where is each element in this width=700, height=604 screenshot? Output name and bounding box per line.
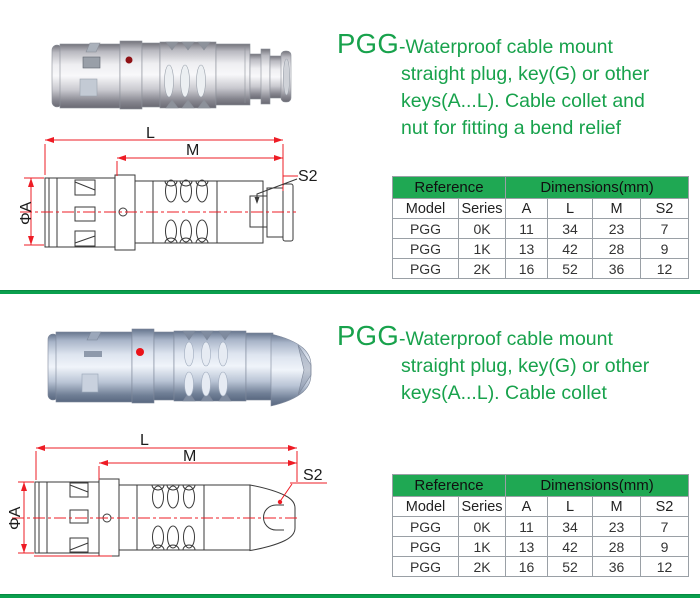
dim-label-M: M [183, 448, 196, 465]
cell: PGG [392, 218, 459, 239]
cell: 23 [592, 218, 641, 239]
cell: 34 [547, 218, 593, 239]
cell: 13 [505, 536, 548, 557]
cell: 12 [639, 258, 690, 279]
group-header-dimensions: Dimensions(mm) [504, 474, 690, 497]
cell: 2K [458, 258, 506, 279]
col-header-m: M [592, 496, 641, 517]
table-group-row: Reference Dimensions(mm) [392, 176, 690, 199]
title-line-3: keys(A...L). Cable collet and [401, 90, 645, 112]
title-line-2: straight plug, key(G) or other [401, 355, 650, 377]
red-keying-dot [125, 56, 133, 64]
dimension-drawing-bottom: L M S2 ΦA [7, 432, 327, 557]
col-header-series: Series [458, 198, 506, 219]
cell: 42 [547, 536, 593, 557]
cell: 1K [458, 536, 506, 557]
col-header-s2: S2 [639, 496, 690, 517]
col-header-s2: S2 [639, 198, 690, 219]
cell: 28 [592, 238, 641, 259]
col-header-series: Series [458, 496, 506, 517]
table-header-row: Model Series A L M S2 [392, 496, 690, 517]
cell: 36 [592, 258, 641, 279]
red-keying-dot [136, 348, 144, 356]
title-line-4: nut for fitting a bend relief [401, 117, 622, 139]
dim-label-M: M [186, 142, 199, 159]
cell: 28 [592, 536, 641, 557]
cell: 7 [639, 516, 690, 537]
col-header-m: M [592, 198, 641, 219]
table-header-row: Model Series A L M S2 [392, 198, 690, 219]
connector-body [51, 40, 292, 110]
cell: PGG [392, 536, 459, 557]
group-header-dimensions: Dimensions(mm) [504, 176, 690, 199]
cell: 16 [505, 556, 548, 577]
col-header-model: Model [392, 496, 459, 517]
cell: 1K [458, 238, 506, 259]
title-line-2: straight plug, key(G) or other [401, 63, 650, 85]
title-rest: -Waterproof cable mount [399, 36, 613, 58]
cell: 9 [639, 238, 690, 259]
connector-photo-bottom [47, 328, 312, 407]
table-group-row: Reference Dimensions(mm) [392, 474, 690, 497]
dimension-lines [12, 445, 327, 557]
cell: 0K [458, 516, 506, 537]
title-line-3: keys(A...L). Cable collet [401, 382, 607, 404]
series-name: PGG [337, 320, 400, 351]
section-divider-bottom [0, 594, 700, 598]
product-title-bottom: PGG-Waterproof cable mount straight plug… [337, 322, 697, 407]
col-header-a: A [505, 198, 548, 219]
col-header-model: Model [392, 198, 459, 219]
dimension-lines [20, 137, 298, 246]
section-divider [0, 290, 700, 294]
dimension-drawing-top: L M S2 ΦA [18, 125, 318, 251]
cell: PGG [392, 516, 459, 537]
dim-label-L: L [146, 125, 155, 142]
group-header-reference: Reference [392, 474, 506, 497]
product-title-top: PGG-Waterproof cable mount straight plug… [337, 30, 697, 142]
dim-label-S2: S2 [303, 467, 323, 484]
connector-body [47, 328, 312, 407]
cell: PGG [392, 238, 459, 259]
title-line-1: PGG-Waterproof cable mount [337, 30, 697, 61]
title-rest: -Waterproof cable mount [399, 328, 613, 350]
col-header-l: L [547, 198, 593, 219]
col-header-l: L [547, 496, 593, 517]
dim-label-S2: S2 [298, 168, 318, 185]
dim-label-L: L [140, 432, 149, 449]
cell: 34 [547, 516, 593, 537]
col-header-a: A [505, 496, 548, 517]
cell: 11 [505, 218, 548, 239]
cell: 42 [547, 238, 593, 259]
connector-photo-top [51, 40, 292, 110]
dim-label-phiA: ΦA [7, 506, 24, 530]
cell: 16 [505, 258, 548, 279]
cell: 12 [639, 556, 690, 577]
series-name: PGG [337, 28, 400, 59]
cell: PGG [392, 258, 459, 279]
cell: 36 [592, 556, 641, 577]
cell: PGG [392, 556, 459, 577]
group-header-reference: Reference [392, 176, 506, 199]
dimensions-table-top: Reference Dimensions(mm) Model Series A … [392, 176, 690, 279]
dimensions-table-bottom: Reference Dimensions(mm) Model Series A … [392, 474, 690, 577]
cell: 11 [505, 516, 548, 537]
title-line-1: PGG-Waterproof cable mount [337, 322, 697, 353]
cell: 52 [547, 258, 593, 279]
cell: 0K [458, 218, 506, 239]
cell: 9 [639, 536, 690, 557]
cell: 2K [458, 556, 506, 577]
cell: 23 [592, 516, 641, 537]
dim-label-phiA: ΦA [18, 201, 35, 225]
cell: 7 [639, 218, 690, 239]
cell: 52 [547, 556, 593, 577]
cell: 13 [505, 238, 548, 259]
